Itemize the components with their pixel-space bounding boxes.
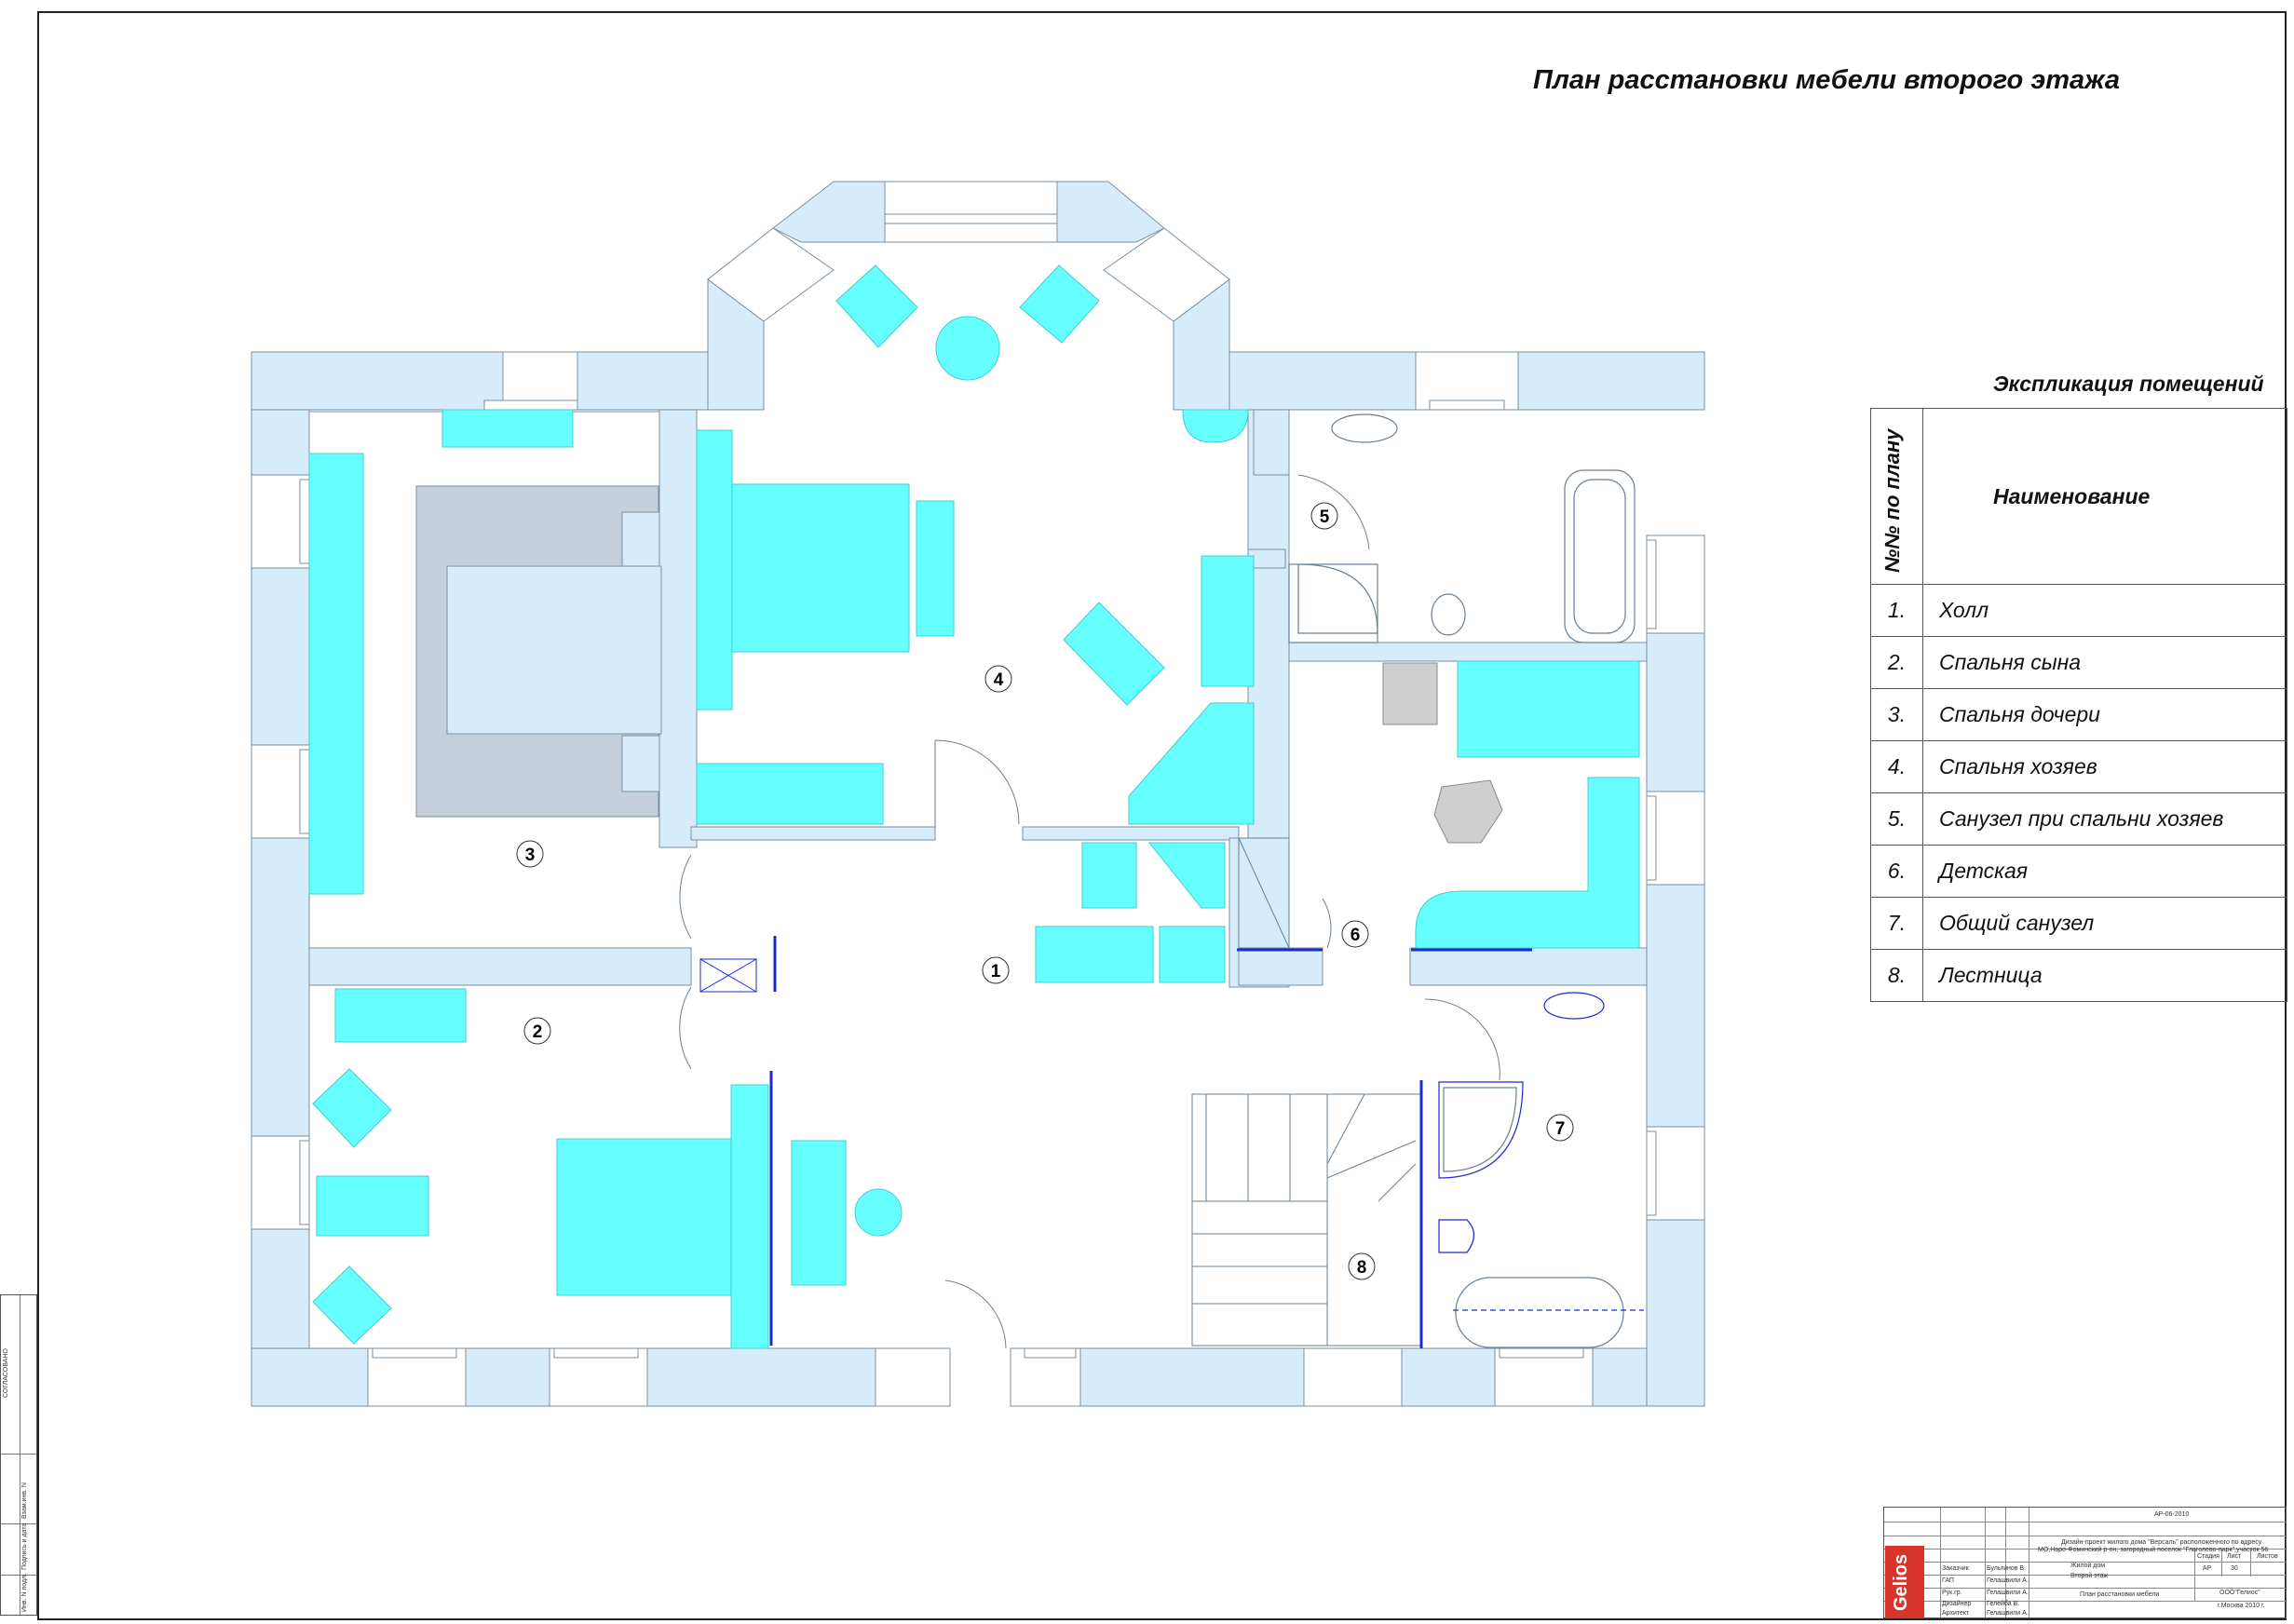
stamp-name: Гелейба В.	[1987, 1601, 2020, 1607]
col-name-header: Наименование	[1922, 408, 2287, 585]
stamp-name: Гелашвили А.	[1987, 1610, 2029, 1617]
stamp-code: АР-06-2010	[2154, 1511, 2190, 1518]
strip-sign: Подпись и дата	[21, 1522, 28, 1570]
stamp-role: Рук.гр.	[1942, 1590, 1962, 1596]
col-num-header: №№ по плану	[1870, 408, 1923, 585]
row-name: Санузел при спальни хозяев	[1922, 792, 2287, 846]
explication-title: Экспликация помещений	[1993, 372, 2264, 396]
strip-approved: СОГЛАСОВАНО	[3, 1348, 9, 1398]
row-num: 4.	[1870, 740, 1923, 793]
stamp-role: ГАП	[1942, 1577, 1954, 1584]
stamp-role: Дизайнер	[1942, 1601, 1972, 1607]
stamp-project: Дизайн-проект жилого дома "Версаль" расп…	[2061, 1539, 2262, 1546]
stamp-address: МО,Наро-Фоминский р-он, загородный посел…	[2038, 1547, 2269, 1553]
room-labels	[516, 502, 1574, 1280]
row-num: 8.	[1870, 949, 1923, 1002]
stamp-firm: ООО"Гелиос"	[2219, 1590, 2260, 1596]
door-lines	[769, 936, 1532, 1348]
row-num: 3.	[1870, 688, 1923, 741]
row-name: Спальня дочери	[1922, 688, 2287, 741]
stamp-h-sheets: Листов	[2257, 1553, 2278, 1560]
stamp-h-stage: Стадия	[2197, 1553, 2219, 1560]
row-num: 1.	[1870, 584, 1923, 637]
row-num: 2.	[1870, 636, 1923, 689]
row-name: Холл	[1922, 584, 2287, 637]
nursery-desk	[1382, 662, 1438, 725]
bed-bedroom-3	[446, 565, 662, 735]
stamp-city: г.Москва 2010 г.	[2218, 1603, 2265, 1609]
doors	[679, 474, 1500, 1349]
room-number-3: 3	[525, 846, 536, 865]
stamp-name: Бульгинов В.	[1987, 1565, 2027, 1572]
walls	[251, 181, 1705, 1407]
room-number-4: 4	[994, 670, 1004, 690]
firm-logo: Gelios	[1885, 1546, 1924, 1618]
window-sills	[299, 213, 1657, 1359]
furniture	[308, 264, 1640, 1349]
row-name: Общий санузел	[1922, 897, 2287, 950]
row-name: Спальня хозяев	[1922, 740, 2287, 793]
stamp-role: Заказчик	[1942, 1565, 1969, 1572]
row-num: 7.	[1870, 897, 1923, 950]
page-title: План расстановки мебели второго этажа	[1533, 65, 2120, 95]
approval-strip: СОГЛАСОВАНО Взам.инв. N Подпись и дата И…	[0, 1294, 37, 1616]
title-block: АР-06-2010 Дизайн-проект жилого дома "Ве…	[1883, 1507, 2287, 1618]
stamp-name: Гелашвили А.	[1987, 1577, 2029, 1584]
room-number-7: 7	[1555, 1119, 1566, 1139]
stamp-floor: Второй этаж	[2070, 1573, 2109, 1579]
room-number-6: 6	[1351, 926, 1361, 945]
explication-table: №№ по плану Наименование 1.Холл 2.Спальн…	[1870, 408, 2287, 1002]
stamp-sheet-title: План расстановки мебели	[2080, 1591, 2160, 1598]
room-number-5: 5	[1320, 508, 1330, 527]
stamp-name: Гелашвили А.	[1987, 1590, 2029, 1596]
plumbing	[1288, 413, 1644, 1348]
room-number-2: 2	[533, 1022, 543, 1042]
row-name: Спальня сына	[1922, 636, 2287, 689]
stamp-role: Архитект	[1942, 1610, 1970, 1617]
staircase	[1191, 1093, 1421, 1347]
stamp-h-sheet: Лист	[2227, 1553, 2242, 1560]
row-num: 6.	[1870, 845, 1923, 898]
room-number-8: 8	[1357, 1258, 1367, 1278]
strip-inv-orig: Инв. N подл.	[21, 1573, 28, 1612]
stamp-object: Жилой дом	[2070, 1563, 2106, 1569]
strip-inv: Взам.инв. N	[21, 1482, 28, 1519]
nursery-table	[1433, 779, 1503, 844]
stamp-stage: АР	[2203, 1565, 2212, 1572]
stamp-sheet: 30	[2231, 1565, 2238, 1572]
row-name: Лестница	[1922, 949, 2287, 1002]
row-name: Детская	[1922, 845, 2287, 898]
room-number-1: 1	[991, 962, 1001, 981]
row-num: 5.	[1870, 792, 1923, 846]
